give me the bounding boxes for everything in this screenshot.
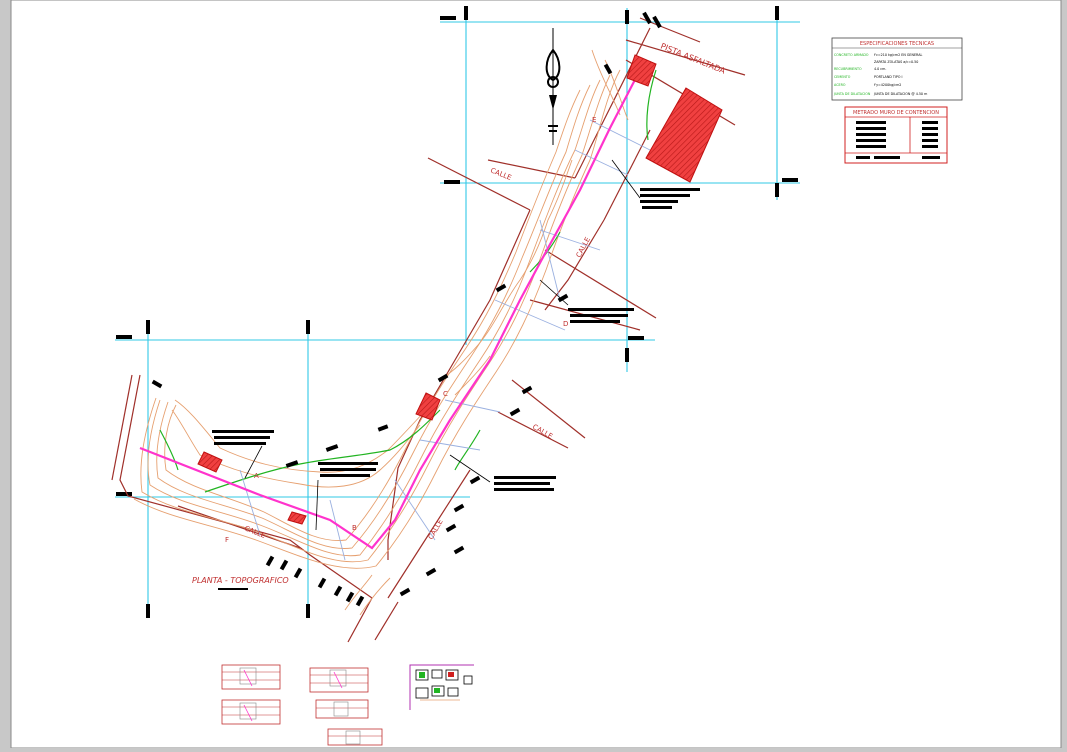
spec-key-6: JUNTA DE DILATACION [833,92,871,96]
viewport-frames [115,8,800,615]
section-letter-f: F [225,536,229,544]
thumbnail-1 [221,664,281,690]
leader-lines [244,159,641,531]
section-letter-b: B [352,524,357,532]
thumbnail-5 [327,728,383,746]
spec-value-2: ZAPATA ZOLATAS a/c=0.50 [874,60,918,64]
spec-key-3: RECUBRIMIENTO [834,67,862,71]
grid-tick-marks [116,6,798,618]
green-contours [159,69,657,493]
thumbnail-3 [309,667,369,693]
spec-key-5: ACERO [834,83,846,87]
section-letter-c: C [443,390,448,398]
note-blocks [212,188,700,590]
retaining-wall-axis [139,69,641,550]
specs-title: ESPECIFICACIONES TECNICAS [860,41,934,47]
buildings [197,54,723,525]
north-arrow-icon [545,28,561,145]
specs-table: ESPECIFICACIONES TECNICAS CONCRETO ARMAD… [831,37,963,101]
station-markers [151,11,662,607]
section-lines [239,119,651,561]
metrado-table: METRADO MURO DE CONTENCION [844,106,948,164]
contour-lines [133,49,629,616]
spec-key-4: CEMENTO [834,75,851,79]
spec-value-6: JUNTA DE DILATACION @ 4.50 m [873,92,927,96]
spec-value-4: PORTLAND TIPO I [874,75,902,79]
spec-value-1: f'c=210 kg/cm2 EN GENERAL [874,53,922,57]
thumbnail-2 [221,699,281,725]
plan-title: PLANTA - TOPOGRAFICO [192,576,289,585]
metrado-title: METRADO MURO DE CONTENCION [853,110,939,116]
thumbnail-4 [315,699,369,719]
section-letter-e: E [592,116,596,124]
spec-key-1: CONCRETO ARMADO [834,53,869,57]
section-letter-a: A [254,472,259,480]
thumbnail-6 [409,664,474,710]
spec-value-5: f'y=4200kg/cm2 [874,83,901,87]
thumbnail-sheets [221,664,474,746]
spec-value-3: 4.0 cm. [874,67,886,71]
section-letter-d: D [563,320,568,328]
